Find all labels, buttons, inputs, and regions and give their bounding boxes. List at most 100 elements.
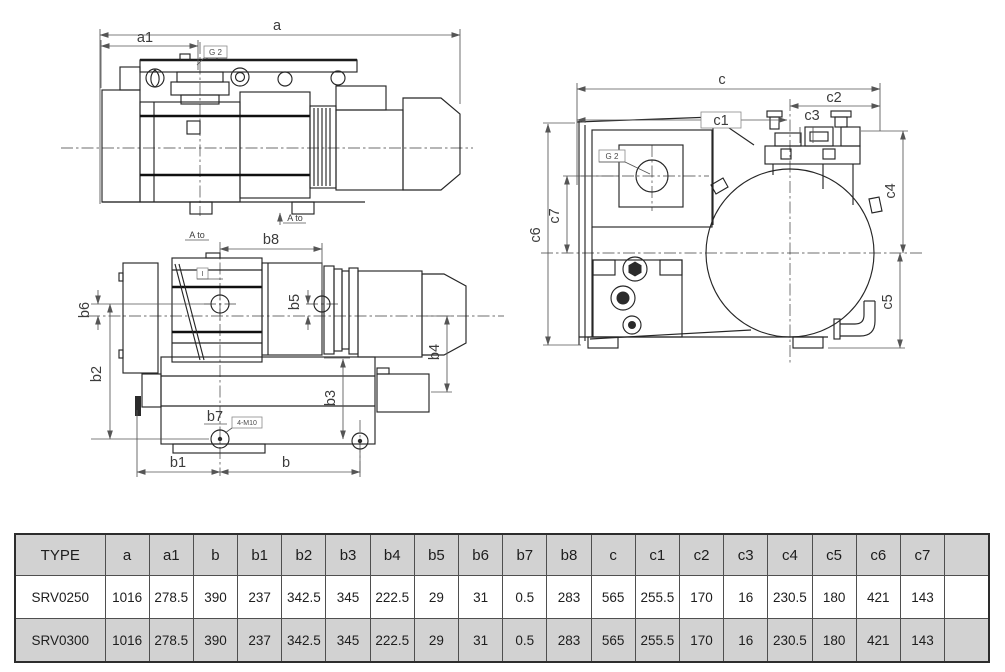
- column-header-b4: b4: [369, 533, 415, 576]
- column-header-b: b: [192, 533, 239, 576]
- value-cell: 29: [413, 575, 460, 619]
- value-cell: 143: [899, 575, 946, 619]
- port-callout-g2: G 2: [606, 152, 619, 161]
- value-cell: 390: [192, 575, 239, 619]
- column-header-a1: a1: [148, 533, 194, 576]
- oil-sight-glass: [610, 285, 636, 311]
- discharge-port: [376, 373, 430, 413]
- dim-label-c6: c6: [528, 227, 544, 242]
- column-header-c3: c3: [723, 533, 769, 576]
- dim-label-b6: b6: [78, 302, 93, 318]
- value-cell: 1016: [104, 575, 150, 619]
- oil-fill-plug: [622, 256, 648, 282]
- value-cell: 283: [546, 575, 592, 619]
- value-cell: 421: [855, 618, 901, 663]
- pump-end-outline: [576, 110, 883, 349]
- column-header-b7: b7: [502, 533, 548, 576]
- dim-label-b8: b8: [263, 232, 279, 248]
- column-header-a: a: [104, 533, 150, 576]
- column-header-blank: [944, 533, 990, 576]
- column-header-TYPE: TYPE: [14, 533, 106, 576]
- value-cell: 345: [325, 618, 371, 663]
- foot-bolt-hole: [210, 429, 230, 449]
- dim-label-c1: c1: [713, 113, 728, 129]
- value-cell: [944, 575, 990, 619]
- value-cell: 342.5: [281, 575, 327, 619]
- dim-label-b2: b2: [89, 366, 105, 382]
- value-cell: 0.5: [502, 575, 548, 619]
- value-cell: 283: [546, 618, 592, 663]
- value-cell: 170: [678, 618, 725, 663]
- pump-end-view-drawing: c c2 c1 c3 c4 c5 c6 c7 G 2: [528, 72, 923, 365]
- dim-label-c2: c2: [826, 90, 841, 106]
- dim-label-b3: b3: [323, 390, 339, 406]
- value-cell: 222.5: [369, 575, 415, 619]
- oil-drain-plug: [622, 315, 642, 335]
- dim-label-c7: c7: [547, 208, 563, 223]
- value-cell: 143: [899, 618, 946, 663]
- pump-side-view-drawing: a a1 G 2 A to: [61, 18, 473, 225]
- inlet-port: [635, 159, 669, 193]
- value-cell: 222.5: [369, 618, 415, 663]
- thread-callout: 4-M10: [237, 420, 257, 427]
- value-cell: 0.5: [502, 618, 548, 663]
- mounting-hole: [313, 295, 331, 313]
- column-header-b3: b3: [325, 533, 371, 576]
- column-header-c4: c4: [767, 533, 813, 576]
- column-header-b6: b6: [457, 533, 504, 576]
- sight-glass: [186, 120, 201, 135]
- type-cell: SRV0300: [14, 618, 106, 663]
- port-callout-g2: G 2: [209, 48, 222, 57]
- dimensions-end-view: c c2 c1 c3 c4 c5 c6 c7 G 2: [528, 72, 908, 349]
- dim-label-c3: c3: [804, 108, 819, 124]
- dim-label-c4: c4: [883, 183, 899, 198]
- type-cell: SRV0250: [14, 575, 106, 619]
- value-cell: 565: [590, 618, 636, 663]
- value-cell: 565: [590, 575, 636, 619]
- motor-end-cap: [421, 273, 467, 356]
- motor-body: [335, 109, 404, 191]
- value-cell: 390: [192, 618, 239, 663]
- dim-label-b4: b4: [427, 344, 443, 360]
- column-header-c5: c5: [811, 533, 857, 576]
- value-cell: 180: [811, 575, 857, 619]
- column-header-b8: b8: [546, 533, 592, 576]
- value-cell: 31: [457, 575, 504, 619]
- value-cell: 255.5: [634, 575, 680, 619]
- dim-label-b: b: [282, 455, 290, 471]
- value-cell: 237: [237, 618, 283, 663]
- value-cell: 230.5: [767, 575, 813, 619]
- pump-body-outline: [118, 252, 467, 454]
- column-header-c7: c7: [899, 533, 946, 576]
- value-cell: [944, 618, 990, 663]
- dim-label-a1: a1: [137, 30, 153, 46]
- value-cell: 345: [325, 575, 371, 619]
- value-cell: 31: [457, 618, 504, 663]
- foot-bolt-hole: [351, 432, 369, 450]
- column-header-b1: b1: [237, 533, 283, 576]
- pump-body-outline: [101, 53, 461, 215]
- value-cell: 230.5: [767, 618, 813, 663]
- dimensions-top-view: a a1 G 2 A to: [99, 18, 461, 225]
- small-callout: I: [202, 271, 204, 278]
- value-cell: 16: [723, 618, 769, 663]
- column-header-c2: c2: [678, 533, 725, 576]
- view-arrow-label: A to: [287, 213, 303, 223]
- value-cell: 29: [413, 618, 460, 663]
- value-cell: 16: [723, 575, 769, 619]
- dimensions-front-view: A to b8 b6 b2 b5 b4 b3 b7 4-M10: [78, 230, 452, 477]
- value-cell: 278.5: [148, 575, 194, 619]
- dim-label-b1: b1: [170, 455, 186, 471]
- valve-assembly: [764, 145, 861, 165]
- value-cell: 170: [678, 575, 725, 619]
- column-header-b5: b5: [413, 533, 460, 576]
- view-label: A to: [189, 230, 205, 240]
- value-cell: 1016: [104, 618, 150, 663]
- dim-label-c: c: [718, 72, 725, 88]
- inlet-port-plate: [618, 144, 684, 208]
- value-cell: 180: [811, 618, 857, 663]
